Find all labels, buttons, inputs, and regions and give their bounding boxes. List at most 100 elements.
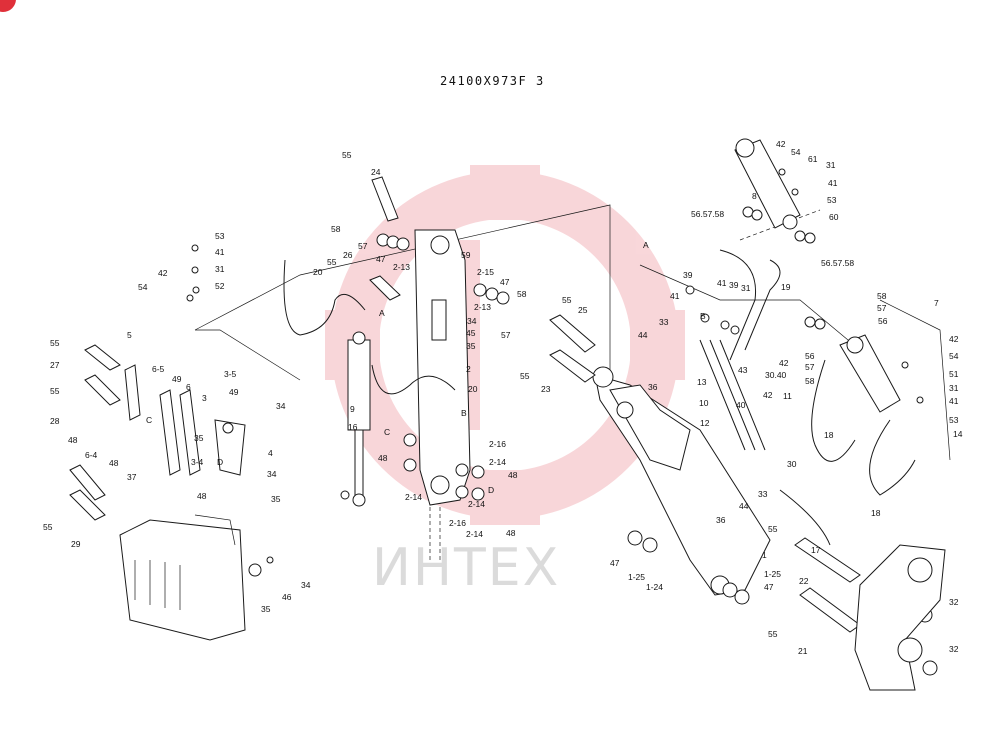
part-label: 41 xyxy=(215,247,225,257)
part-label: 39 xyxy=(683,270,693,280)
part-label: 7 xyxy=(934,298,939,308)
part-label: 55 xyxy=(520,371,530,381)
part-label: 20 xyxy=(468,384,478,394)
part-label: 56.57.58 xyxy=(821,258,854,268)
part-label: 37 xyxy=(127,472,137,482)
part-label: 36 xyxy=(716,515,726,525)
part-label: 48 xyxy=(508,470,518,480)
part-label: 41 xyxy=(717,278,727,288)
part-label: 36 xyxy=(648,382,658,392)
part-label: 32 xyxy=(949,644,959,654)
part-label: 58 xyxy=(517,289,527,299)
part-label: 31 xyxy=(949,383,959,393)
part-label: 46 xyxy=(282,592,292,602)
small-fittings xyxy=(186,168,924,577)
part-label: 44 xyxy=(638,330,648,340)
pins xyxy=(69,176,861,633)
part-label: C xyxy=(146,415,152,425)
part-label: 58 xyxy=(331,224,341,234)
part-label: 41 xyxy=(828,178,838,188)
part-label: 34 xyxy=(467,316,477,326)
arm-cylinder xyxy=(839,334,901,413)
part-label: 1-25 xyxy=(764,569,781,579)
part-label: 60 xyxy=(829,212,839,222)
part-label: 27 xyxy=(50,360,60,370)
part-label: 39 xyxy=(729,280,739,290)
part-label: 11 xyxy=(783,391,792,401)
part-label: 41 xyxy=(670,291,680,301)
part-label: 25 xyxy=(578,305,588,315)
swing-bracket xyxy=(854,544,946,691)
watermark-gear-icon xyxy=(325,165,685,525)
part-number-labels: 55245857472-13265520A592-15472-135857344… xyxy=(43,139,963,656)
part-label: 18 xyxy=(871,508,881,518)
part-label: 2-14 xyxy=(466,529,483,539)
part-label: 43 xyxy=(738,365,748,375)
part-label: 47 xyxy=(376,254,386,264)
part-label: 16 xyxy=(348,422,358,432)
part-label: 12 xyxy=(700,418,710,428)
part-label: D xyxy=(217,457,223,467)
part-label: 58 xyxy=(877,291,887,301)
part-label: 47 xyxy=(764,582,774,592)
part-label: 54 xyxy=(138,282,148,292)
part-label: 2-13 xyxy=(393,262,410,272)
part-label: 2 xyxy=(466,364,471,374)
bucket-cylinder xyxy=(347,331,371,507)
part-label: B xyxy=(700,311,706,321)
part-label: 40 xyxy=(736,400,746,410)
part-label: 42 xyxy=(776,139,786,149)
part-label: 48 xyxy=(197,491,207,501)
part-label: 30 xyxy=(787,459,797,469)
part-label: 3-4 xyxy=(191,457,204,467)
part-label: 31 xyxy=(741,283,751,293)
part-label: 35 xyxy=(466,341,476,351)
boom-cylinder xyxy=(734,138,801,230)
part-label: 42 xyxy=(779,358,789,368)
part-label: 55 xyxy=(43,522,53,532)
part-label: 30.40 xyxy=(765,370,787,380)
part-label: 48 xyxy=(68,435,78,445)
part-label: 54 xyxy=(791,147,801,157)
part-label: 42 xyxy=(158,268,168,278)
part-label: 31 xyxy=(826,160,836,170)
part-label: 44 xyxy=(739,501,749,511)
part-label: 34 xyxy=(301,580,311,590)
part-label: 53 xyxy=(215,231,225,241)
part-label: 1 xyxy=(762,550,767,560)
part-label: 6-5 xyxy=(152,364,165,374)
part-label: 1-25 xyxy=(628,572,645,582)
part-label: 33 xyxy=(758,489,768,499)
part-label: 51 xyxy=(949,369,959,379)
part-label: 41 xyxy=(949,396,959,406)
part-label: 49 xyxy=(172,374,182,384)
part-label: 31 xyxy=(215,264,225,274)
part-label: 58 xyxy=(805,376,815,386)
part-label: 32 xyxy=(949,597,959,607)
part-label: 55 xyxy=(342,150,352,160)
part-label: 35 xyxy=(194,433,204,443)
part-label: A xyxy=(379,308,385,318)
part-label: 19 xyxy=(781,282,791,292)
part-label: 3-5 xyxy=(224,369,237,379)
bucket-links xyxy=(124,364,246,476)
part-label: 6-4 xyxy=(85,450,98,460)
part-label: 2-13 xyxy=(474,302,491,312)
part-label: 21 xyxy=(798,646,808,656)
part-label: A xyxy=(643,240,649,250)
part-label: 57 xyxy=(805,362,815,372)
part-label: 48 xyxy=(506,528,516,538)
part-label: 2-15 xyxy=(477,267,494,277)
part-label: 2-14 xyxy=(489,457,506,467)
part-label: 2-14 xyxy=(468,499,485,509)
part-label: 56 xyxy=(805,351,815,361)
part-label: 34 xyxy=(267,469,277,479)
part-label: 47 xyxy=(500,277,510,287)
part-label: 28 xyxy=(50,416,60,426)
part-label: B xyxy=(461,408,467,418)
part-label: 1-24 xyxy=(646,582,663,592)
part-label: 49 xyxy=(229,387,239,397)
part-label: 57 xyxy=(877,303,887,313)
part-label: 35 xyxy=(261,604,271,614)
